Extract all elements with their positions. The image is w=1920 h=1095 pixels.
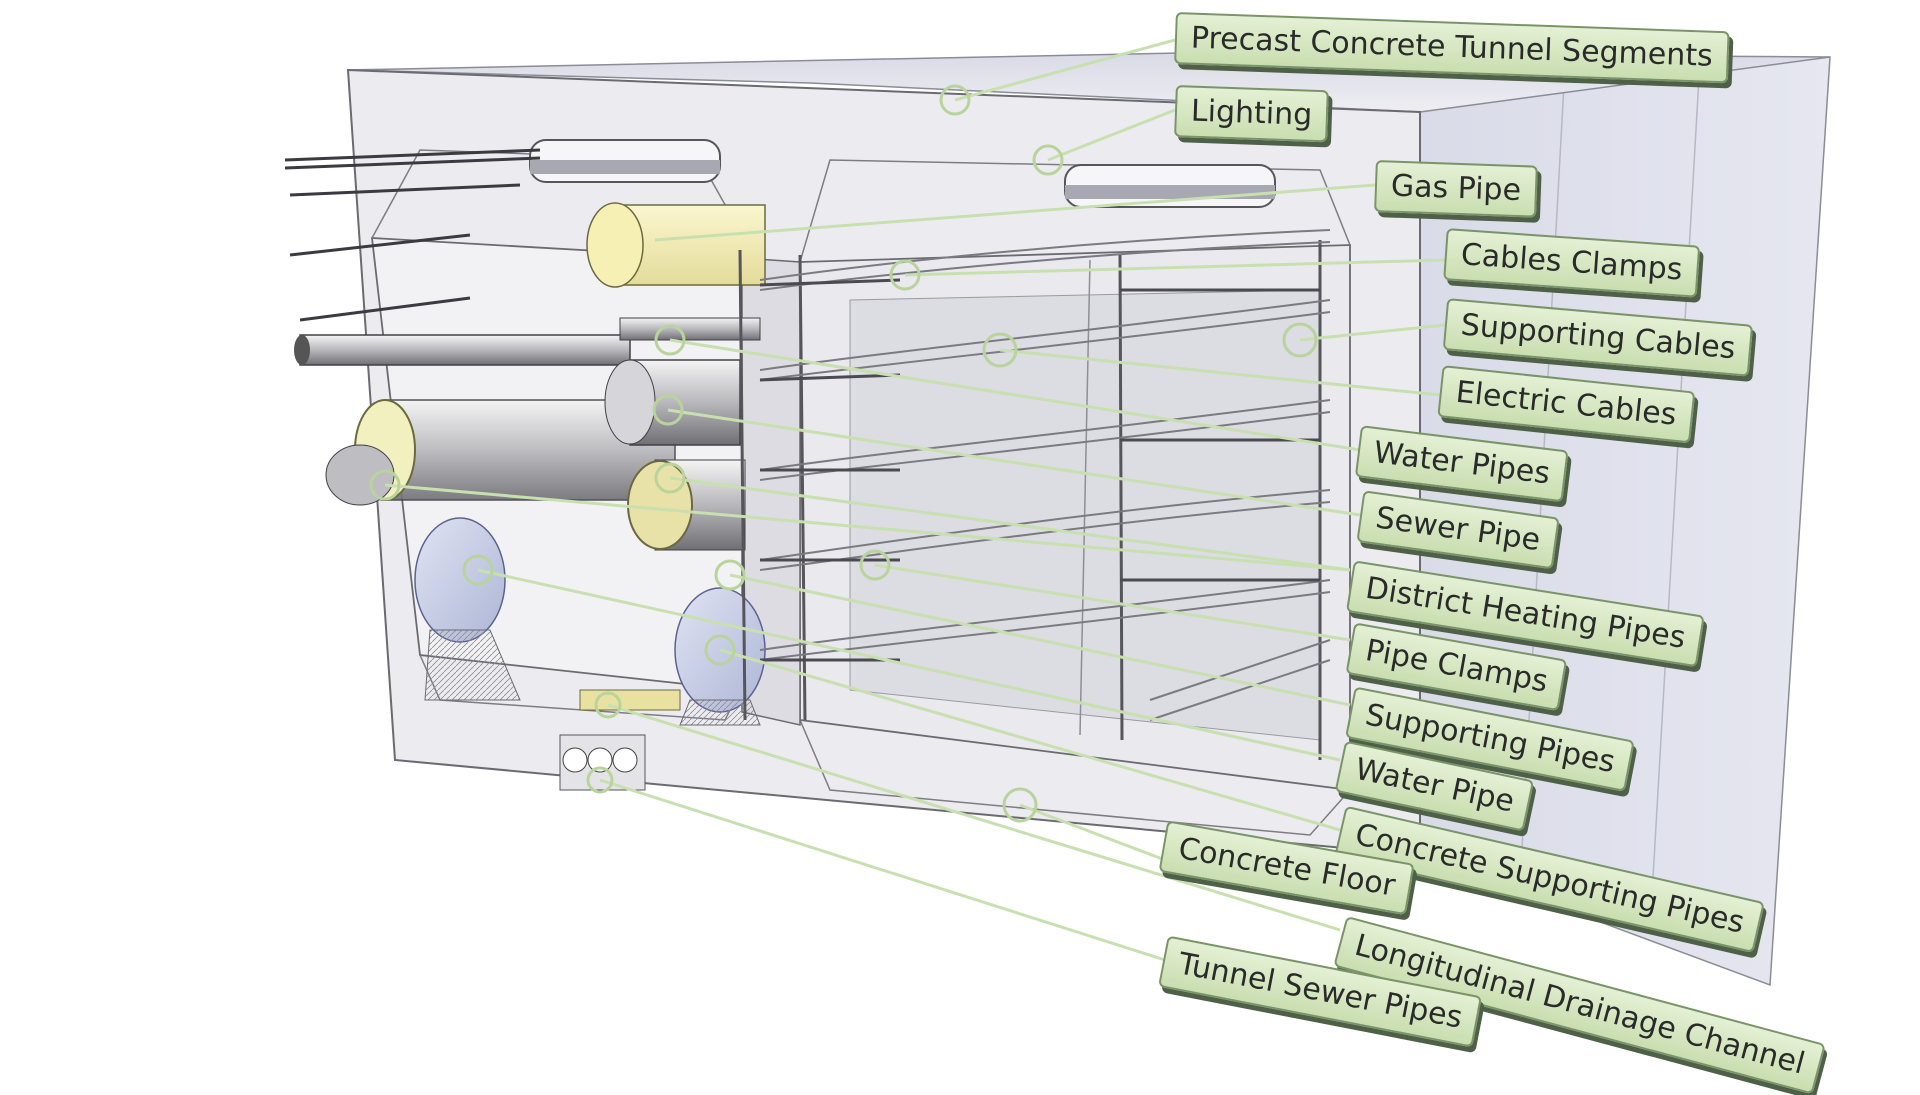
leader-concrete-floor [1019, 803, 1166, 862]
leader-gas [654, 183, 1376, 242]
leader-concrete-supporting [719, 648, 1341, 832]
water-pipes-bundle [294, 317, 761, 366]
lighting-fixture-left [529, 139, 721, 183]
leader-drainage [607, 703, 1341, 932]
district-heating-pipe-2 [627, 459, 746, 551]
bracket-shelves [759, 278, 1320, 662]
drainage-channel [579, 689, 681, 711]
cable-rods [284, 148, 541, 322]
sewer-pipe [604, 359, 741, 446]
leader-supporting-pipes [729, 573, 1351, 707]
label-lighting: Lighting [1174, 85, 1330, 143]
tunnel-sewer-pipes [559, 734, 646, 791]
leader-sewer [667, 408, 1361, 517]
leader-cable-clamps [904, 258, 1446, 277]
leader-lighting [1047, 108, 1176, 162]
leader-pipe-clamps [874, 563, 1351, 642]
leader-electric [999, 348, 1441, 397]
leader-precast [954, 38, 1176, 102]
leader-lines [384, 38, 1446, 962]
leader-district-2 [669, 476, 1351, 572]
leader-district [384, 483, 1351, 572]
gas-pipe [586, 202, 766, 288]
label-gas-pipe: Gas Pipe [1374, 160, 1538, 218]
leader-water-pipe [477, 568, 1341, 762]
leader-supporting-cables [1299, 323, 1446, 342]
leader-markers [369, 84, 1318, 823]
leader-tunnel-sewer [599, 778, 1166, 962]
leader-water-pipes [669, 338, 1361, 452]
